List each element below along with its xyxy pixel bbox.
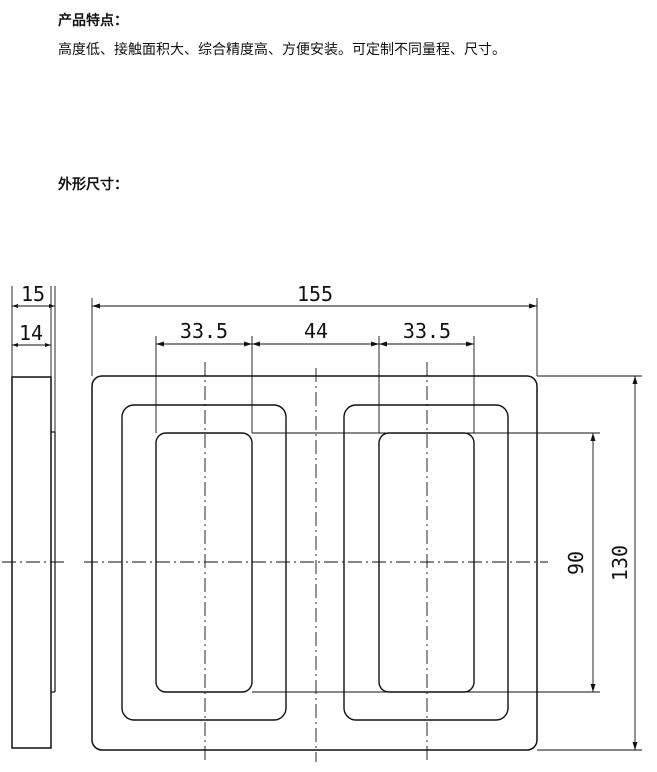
dim-label-inner-height: 90 xyxy=(564,551,588,575)
left-pad-outer xyxy=(121,404,287,721)
dim-label-total-height: 130 xyxy=(608,545,632,581)
features-text: 高度低、接触面积大、综合精度高、方便安装。可定制不同量程、尺寸。 xyxy=(58,42,506,58)
arrowhead xyxy=(12,343,18,347)
arrowhead xyxy=(49,304,55,308)
arrowhead xyxy=(529,303,537,309)
center-lines xyxy=(2,362,548,762)
arrowhead xyxy=(371,341,379,347)
arrowhead xyxy=(632,376,638,384)
right-pad-outer xyxy=(343,404,509,721)
dim-label-pad-left: 33.5 xyxy=(180,319,228,343)
arrowhead xyxy=(244,341,252,347)
outer-frame xyxy=(91,375,538,751)
arrowhead xyxy=(156,341,164,347)
features-title: 产品特点： xyxy=(58,13,128,29)
side-view-body xyxy=(11,376,52,749)
dimensions-title: 外形尺寸： xyxy=(58,177,128,193)
arrowhead xyxy=(590,684,596,692)
arrowhead xyxy=(379,341,387,347)
arrowhead xyxy=(12,304,18,308)
dim-label-side-inner: 14 xyxy=(19,321,43,345)
arrowhead xyxy=(466,341,474,347)
arrowhead xyxy=(92,303,100,309)
arrowhead xyxy=(252,341,260,347)
left-pad-inner xyxy=(155,432,253,693)
arrowhead xyxy=(45,343,51,347)
dim-label-side-outer: 15 xyxy=(21,282,45,306)
arrowheads xyxy=(12,303,638,750)
right-pad-inner xyxy=(378,432,475,693)
arrowhead xyxy=(590,433,596,441)
dim-label-center-gap: 44 xyxy=(304,319,328,343)
arrowhead xyxy=(632,742,638,750)
dim-label-pad-right: 33.5 xyxy=(403,319,451,343)
dim-label-total-width: 155 xyxy=(297,282,333,306)
